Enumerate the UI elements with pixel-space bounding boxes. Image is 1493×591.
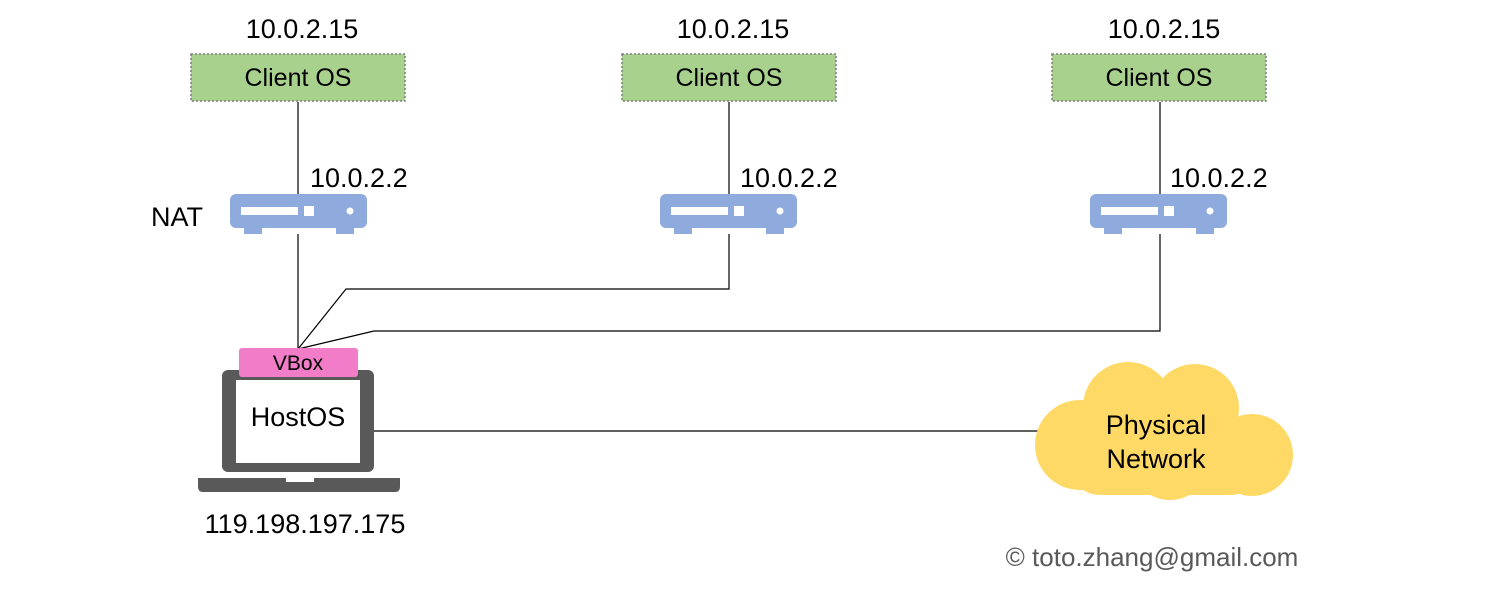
client-node-3: 10.0.2.15 Client OS 10.0.2.2	[1051, 14, 1268, 234]
client-os-box	[190, 53, 406, 102]
router-icon	[230, 194, 367, 234]
router-icon	[1090, 194, 1227, 234]
host-node: VBox HostOS 119.198.197.175	[198, 348, 405, 539]
cloud-label-line1: Physical	[1106, 410, 1207, 440]
client-os-label: Client OS	[676, 64, 783, 92]
client-os-label: Client OS	[1106, 64, 1213, 92]
host-os-label: HostOS	[251, 402, 346, 432]
wire-nat3-to-host	[297, 234, 1161, 350]
cloud-label-line2: Network	[1106, 444, 1206, 474]
physical-network-cloud: Physical Network	[1035, 362, 1293, 500]
client-os-box	[1051, 53, 1267, 102]
client-ip-label: 10.0.2.15	[677, 14, 790, 44]
gateway-ip-label: 10.0.2.2	[310, 163, 408, 193]
client-os-box	[621, 53, 837, 102]
client-node-1: 10.0.2.15 Client OS 10.0.2.2	[190, 14, 408, 234]
client-ip-label: 10.0.2.15	[246, 14, 359, 44]
laptop-icon	[198, 370, 400, 492]
gateway-ip-label: 10.0.2.2	[1170, 163, 1268, 193]
client-ip-label: 10.0.2.15	[1108, 14, 1221, 44]
vbox-badge	[239, 348, 358, 377]
cloud-icon	[1035, 362, 1293, 500]
connection-lines	[297, 102, 1161, 432]
client-os-label: Client OS	[245, 64, 352, 92]
host-ip-label: 119.198.197.175	[205, 509, 406, 539]
router-icon	[660, 194, 797, 234]
gateway-ip-label: 10.0.2.2	[740, 163, 838, 193]
client-node-2: 10.0.2.15 Client OS 10.0.2.2	[621, 14, 838, 234]
vbox-label: VBox	[273, 352, 324, 375]
copyright-text: © toto.zhang@gmail.com	[1006, 542, 1299, 572]
wire-nat2-to-host	[297, 234, 730, 350]
nat-label: NAT	[151, 202, 203, 232]
